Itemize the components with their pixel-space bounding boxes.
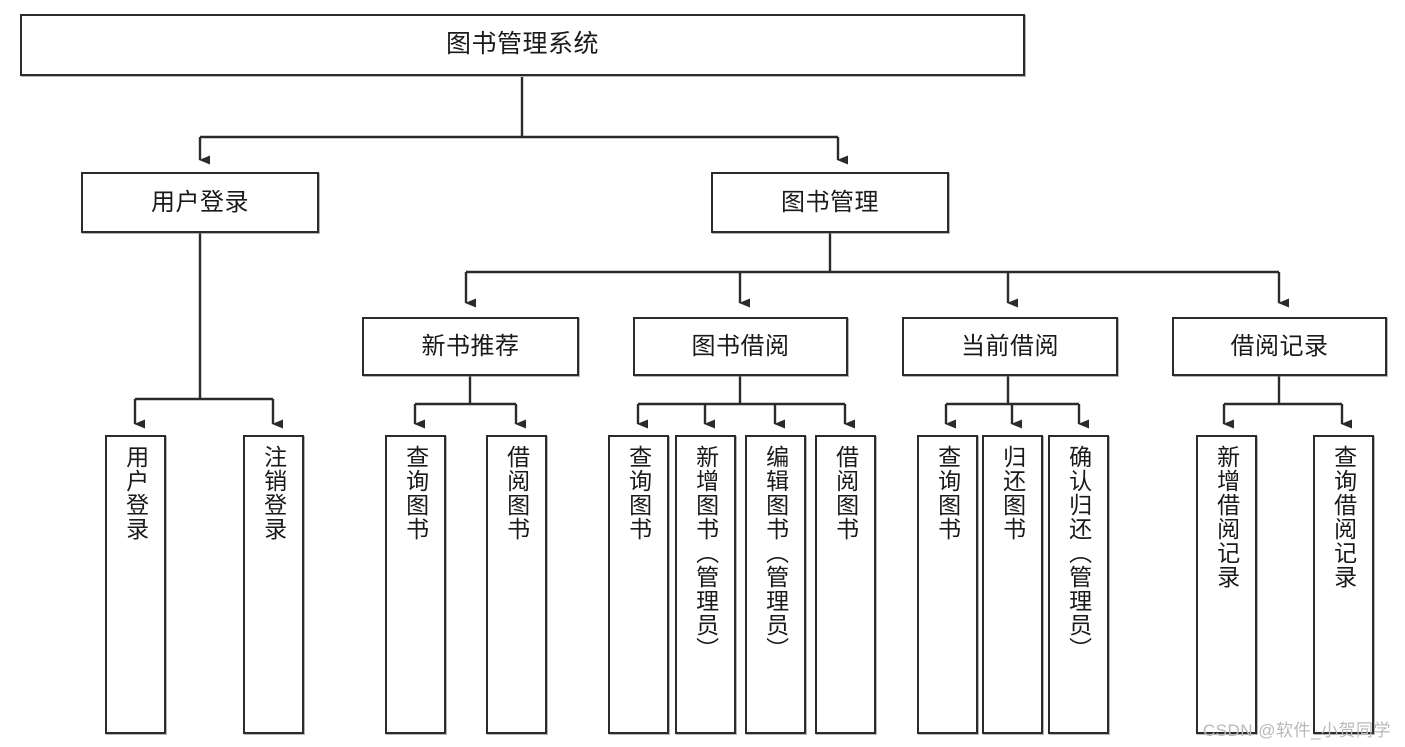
node-label: 编辑图书（管理员） [762, 445, 789, 661]
node-label: 查询图书 [625, 445, 652, 541]
node-leaf-user-login[interactable]: 用户登录 [105, 435, 166, 734]
node-leaf-return-book[interactable]: 归还图书 [982, 435, 1043, 734]
node-label: 查询图书 [934, 445, 961, 541]
node-leaf-query-book-borrow[interactable]: 查询图书 [608, 435, 669, 734]
node-leaf-query-borrow-record[interactable]: 查询借阅记录 [1313, 435, 1374, 734]
node-label: 新书推荐 [421, 332, 520, 360]
node-root-book-management-system[interactable]: 图书管理系统 [20, 14, 1025, 76]
connector-borrow-record-to-leaves [1222, 376, 1352, 429]
node-borrow-record[interactable]: 借阅记录 [1172, 317, 1387, 376]
node-label: 归还图书 [999, 445, 1026, 541]
node-leaf-add-book-admin[interactable]: 新增图书（管理员） [675, 435, 736, 734]
node-leaf-edit-book-admin[interactable]: 编辑图书（管理员） [745, 435, 806, 734]
node-leaf-borrow-book-recommend[interactable]: 借阅图书 [486, 435, 547, 734]
watermark: CSDN @软件_小贺同学 [1202, 721, 1391, 740]
node-leaf-borrow-book[interactable]: 借阅图书 [815, 435, 876, 734]
connector-book-management-to-level3 [464, 233, 1289, 308]
connector-user-login-to-leaves [133, 233, 283, 429]
node-leaf-query-book-current[interactable]: 查询图书 [917, 435, 978, 734]
connector-current-borrow-to-leaves [944, 376, 1089, 429]
node-label: 新增图书（管理员） [692, 445, 719, 661]
node-label: 确认归还（管理员） [1065, 445, 1092, 661]
node-label: 借阅图书 [503, 445, 530, 541]
connector-book-borrow-to-leaves [636, 376, 855, 429]
node-leaf-query-book-recommend[interactable]: 查询图书 [385, 435, 446, 734]
node-user-login[interactable]: 用户登录 [81, 172, 319, 233]
node-book-management[interactable]: 图书管理 [711, 172, 949, 233]
node-label: 查询图书 [402, 445, 429, 541]
node-label: 新增借阅记录 [1213, 445, 1240, 589]
node-label: 借阅图书 [832, 445, 859, 541]
node-leaf-add-borrow-record[interactable]: 新增借阅记录 [1196, 435, 1257, 734]
node-label: 注销登录 [260, 445, 287, 541]
node-book-borrow[interactable]: 图书借阅 [633, 317, 848, 376]
node-leaf-logout-login[interactable]: 注销登录 [243, 435, 304, 734]
node-label: 查询借阅记录 [1330, 445, 1357, 589]
node-leaf-confirm-return-admin[interactable]: 确认归还（管理员） [1048, 435, 1109, 734]
connector-new-book-to-leaves [413, 376, 526, 429]
node-new-book-recommend[interactable]: 新书推荐 [362, 317, 579, 376]
node-label: 当前借阅 [961, 332, 1059, 360]
node-label: 图书管理 [781, 188, 879, 216]
node-label: 图书管理系统 [445, 30, 599, 59]
connector-root-to-level2 [198, 77, 848, 165]
node-label: 用户登录 [122, 445, 149, 541]
node-label: 借阅记录 [1230, 332, 1329, 360]
node-label: 用户登录 [151, 188, 249, 216]
node-label: 图书借阅 [691, 332, 790, 360]
node-current-borrow[interactable]: 当前借阅 [902, 317, 1118, 376]
